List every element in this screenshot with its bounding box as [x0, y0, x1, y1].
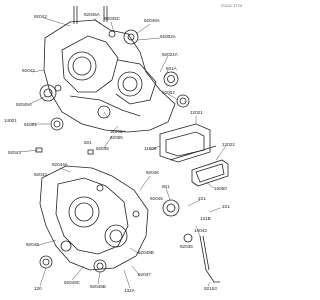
label-92153: 92153: [204, 286, 217, 291]
lower-bore-right: [104, 224, 128, 248]
label-92045A-mid: 92045A: [16, 102, 32, 107]
label-92001: 92001: [24, 122, 37, 127]
label-16050: 16050: [214, 186, 227, 191]
label-92043-low: 92043: [34, 172, 47, 177]
diagram-artwork: [19, 6, 229, 289]
label-92045-low: 92045: [150, 196, 163, 201]
lower-bore-left: [68, 196, 100, 228]
label-92002: 92002: [162, 90, 175, 95]
label-601-right: 601: [162, 184, 170, 189]
label-92045A: 92045A: [84, 12, 100, 17]
label-92035: 92035: [180, 244, 193, 249]
label-92002A: 92002A: [160, 34, 176, 39]
label-92022A: 92022A: [162, 52, 178, 57]
label-221: 221: [198, 196, 206, 201]
label-601: 601: [84, 140, 92, 145]
label-12021: 12021: [190, 110, 203, 115]
label-92046: 92046: [146, 170, 159, 175]
label-131B: 131B: [200, 216, 211, 221]
exploded-parts-diagram: E1111 3774: [4, 3, 242, 293]
bearing-lower-right: [162, 199, 180, 217]
bearing-left-mid: [50, 117, 64, 131]
seal-bottom-center: [93, 259, 107, 273]
label-92045B: 92045B: [90, 284, 106, 289]
bearing-top-right: [123, 29, 139, 45]
reed-valve-body: [159, 123, 211, 163]
upper-bore-right: [117, 71, 143, 97]
label-92042: 92042: [22, 68, 35, 73]
reference-code: E1111 3774: [221, 3, 242, 8]
label-221-b: 221: [222, 204, 230, 209]
label-92049A: 92049A: [144, 18, 160, 23]
label-11009A: 11009A: [110, 129, 126, 134]
bearing-mid-right: [176, 94, 190, 108]
seal-left-bottom: [39, 255, 53, 269]
seal-bottom-right: [183, 233, 193, 243]
label-14043: 14043: [194, 228, 207, 233]
label-92043: 92043: [34, 14, 47, 19]
label-601A: 601A: [166, 66, 177, 71]
label-92055: 92055: [110, 135, 123, 140]
lower-crankcase-half: [39, 165, 149, 271]
label-92045C: 92045C: [104, 16, 121, 21]
shift-shaft: [199, 235, 207, 271]
label-92045: 92045: [96, 146, 109, 151]
label-92049C: 92049C: [64, 280, 81, 285]
upper-crankcase-half: [43, 19, 176, 133]
label-92037: 92037: [138, 272, 151, 277]
label-92049: 92049: [26, 242, 39, 247]
label-11009: 11009: [144, 146, 157, 151]
label-12022: 12022: [222, 142, 235, 147]
reed-valve-gasket: [191, 159, 229, 187]
bearing-upper-right: [163, 71, 179, 87]
label-130: 130: [34, 286, 42, 291]
label-132A: 132A: [124, 288, 135, 293]
label-92049B: 92049B: [138, 250, 154, 255]
label-92043-mid: 92043: [8, 150, 21, 155]
upper-bore-left: [67, 51, 97, 81]
label-14001: 14001: [4, 118, 17, 123]
label-92044A: 92044A: [52, 162, 68, 167]
bearing-left-top: [39, 84, 57, 102]
